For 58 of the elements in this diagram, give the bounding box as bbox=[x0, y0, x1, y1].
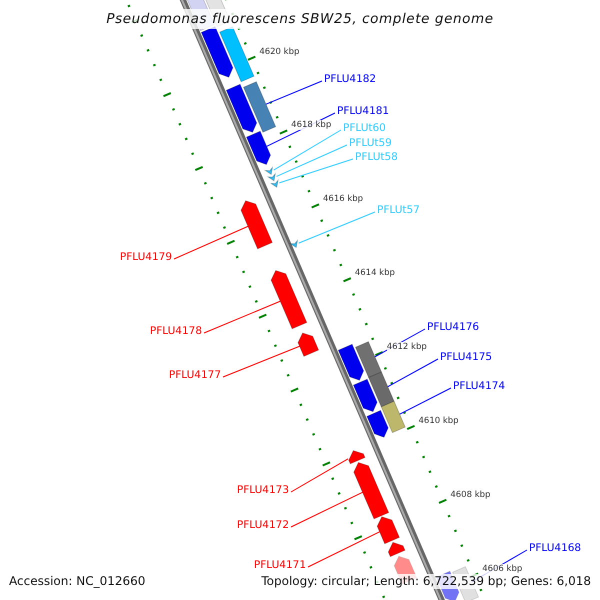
leader-line bbox=[276, 144, 348, 177]
gene-label: PFLU4181 bbox=[337, 104, 390, 118]
leader-line bbox=[222, 346, 300, 378]
gene-label: PFLU4168 bbox=[529, 542, 582, 554]
leader-line bbox=[266, 80, 322, 105]
feature-bar bbox=[242, 81, 276, 133]
gene-symbol bbox=[270, 270, 308, 330]
gene-label: PFLUt58 bbox=[355, 150, 398, 164]
feature-bar bbox=[368, 371, 395, 408]
gene-symbol bbox=[388, 542, 406, 558]
leader-line bbox=[204, 300, 281, 334]
gene-label: PFLU4171 bbox=[254, 558, 306, 572]
feature-bar bbox=[380, 400, 406, 434]
trna-marker bbox=[288, 239, 298, 248]
gene-label: PFLU4175 bbox=[440, 350, 492, 364]
trna-marker bbox=[264, 166, 274, 176]
gene-label: PFLUt60 bbox=[343, 122, 386, 134]
gene-symbol bbox=[338, 344, 364, 381]
trna-marker bbox=[266, 172, 276, 182]
leader-line bbox=[290, 492, 364, 528]
leader-line bbox=[174, 226, 248, 260]
gene-label: PFLU4182 bbox=[324, 72, 376, 86]
feature-bar bbox=[354, 341, 382, 378]
gene-symbol bbox=[246, 130, 271, 165]
gene-symbol bbox=[298, 332, 320, 357]
leader-line bbox=[308, 531, 380, 568]
gene-symbol bbox=[353, 462, 390, 520]
leader-line bbox=[278, 158, 354, 184]
gene-label: PFLUt57 bbox=[377, 204, 420, 216]
gene-label: PFLU4178 bbox=[150, 324, 202, 338]
gene-symbol bbox=[240, 200, 273, 250]
gene-label: PFLU4179 bbox=[120, 250, 172, 264]
leader-line bbox=[298, 212, 376, 244]
scale-label: 4606 kbp bbox=[482, 564, 522, 574]
leader-line bbox=[387, 358, 438, 388]
gene-symbol bbox=[352, 378, 378, 412]
gene-label: PFLU4177 bbox=[168, 368, 221, 382]
scale-label: 4616 kbp bbox=[323, 194, 364, 204]
scale-label: 4610 kbp bbox=[418, 416, 459, 426]
leader-line bbox=[290, 458, 349, 492]
leader-line bbox=[273, 130, 342, 171]
feature-bar bbox=[219, 26, 255, 82]
scale-label: 4614 kbp bbox=[354, 268, 395, 278]
scale-label: 4612 kbp bbox=[386, 342, 427, 352]
scale-label: 4618 kbp bbox=[291, 120, 332, 130]
leader-line bbox=[399, 388, 452, 415]
gene-label: PFLU4172 bbox=[236, 518, 289, 532]
gene-label: PFLU4174 bbox=[453, 380, 506, 392]
footer-text: Accession: NC_012660 bbox=[9, 574, 146, 589]
trna-marker bbox=[270, 178, 279, 188]
gene-symbol bbox=[366, 410, 389, 438]
gene-symbol bbox=[348, 450, 366, 464]
gene-label: PFLUt59 bbox=[349, 136, 392, 150]
gene-symbol bbox=[226, 84, 258, 133]
footer-text: Topology: circular; Length: 6,722,539 bp; Genes: 6,018 bbox=[261, 574, 591, 589]
scale-label: 4608 kbp bbox=[450, 490, 490, 500]
gene-label: PFLU4176 bbox=[427, 320, 480, 334]
gene-label: PFLU4173 bbox=[236, 484, 289, 496]
